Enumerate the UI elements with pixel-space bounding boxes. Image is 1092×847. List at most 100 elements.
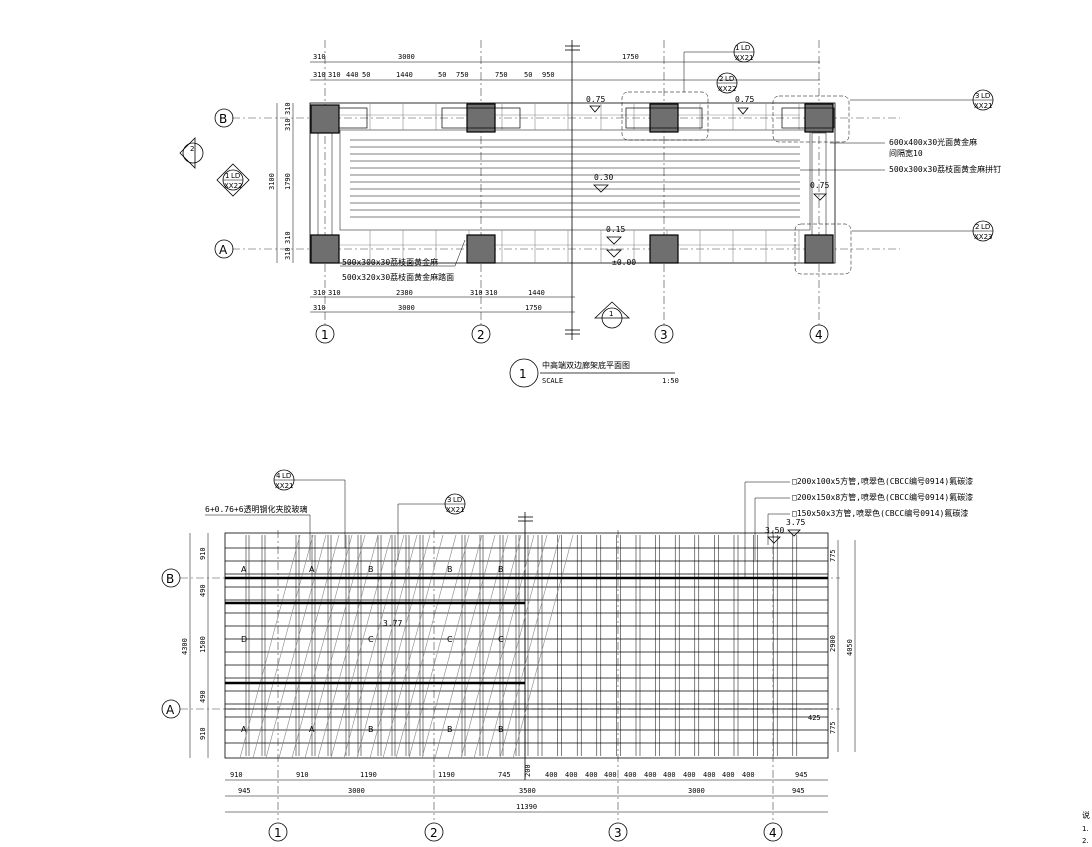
roof-grid-label-1: 1	[274, 826, 282, 840]
top-dim-2-6: 750	[456, 71, 469, 79]
elev-5: 0.75	[810, 181, 829, 190]
bottom-dim-1-0: 310	[313, 289, 326, 297]
grid-label-2: 2	[477, 328, 485, 342]
margin-note-2: 2.	[1082, 837, 1089, 845]
column-A2	[466, 234, 496, 264]
rb-dim2: 3000	[348, 787, 365, 795]
plan-left-dim-4: 310	[284, 247, 292, 260]
roof-right-dim: 2900	[829, 635, 837, 652]
rb-dim: 400	[545, 771, 558, 779]
grid-bubble-3: 3	[654, 324, 674, 344]
callout-ref: LD	[282, 472, 291, 480]
top-dim-2-4: 1440	[396, 71, 413, 79]
elev-1: 0.75	[735, 95, 754, 104]
column-B2	[441, 103, 521, 133]
callout-num: 3	[447, 496, 451, 504]
panel-label: B	[368, 725, 374, 734]
callout-num: 2	[719, 75, 723, 83]
column-B1	[310, 104, 368, 134]
callout-num: 1	[225, 172, 229, 180]
margin-note-0: 说	[1082, 810, 1090, 820]
panel-label: C	[498, 635, 504, 644]
roof-grid-bubble-A: A	[161, 699, 181, 719]
glass-hatch	[330, 534, 392, 759]
roof-grid-label-A: A	[166, 703, 175, 717]
roof-frame	[224, 532, 829, 759]
glass-hatch	[239, 534, 301, 759]
callout-sheet: XX21	[275, 482, 294, 490]
callout-ref: LD	[725, 75, 734, 83]
roof-left-total: 4300	[181, 638, 189, 655]
callout-ref: LD	[453, 496, 462, 504]
column-B4	[772, 95, 850, 143]
callout-ref: LD	[981, 92, 990, 100]
glass-hatch	[408, 534, 470, 759]
rb-dim: 400	[663, 771, 676, 779]
glass-hatch	[278, 534, 340, 759]
plan-title-block: 1 中高端双边廊架底平面图 SCALE 1:50	[509, 358, 679, 388]
panel-label: B	[368, 565, 374, 574]
roof-left-dim: 1500	[199, 636, 207, 653]
rb-dim: 200	[524, 764, 532, 777]
callout-num: 2	[975, 223, 979, 231]
glass-hatch	[291, 534, 353, 759]
side-beam-left	[317, 132, 333, 236]
roof-left-dim: 490	[199, 584, 207, 597]
elevation-marker: 0.75 0.75 0.30 0.15 ±0.00 0.75	[586, 95, 829, 267]
roof-note-3: 6+0.76+6透明钢化夹胶玻璃	[205, 504, 308, 514]
callout-2-ld-xx22: 2 LD XX22	[716, 72, 738, 94]
rb-dim2: 945	[792, 787, 805, 795]
callout-sheet: XX23	[974, 233, 993, 241]
glass-hatch	[252, 534, 314, 759]
roof-grid-bubble-B: B	[161, 568, 181, 588]
paving-joints	[340, 103, 800, 263]
roof-right-dim: 775	[829, 721, 837, 734]
grid-label-B: B	[219, 112, 227, 126]
rb-dim: 1190	[360, 771, 377, 779]
roof-note-1: □200x150x8方管,喷翠色(CBCC编号0914)氟碳漆	[792, 492, 973, 502]
bottom-dim-2-0: 310	[313, 304, 326, 312]
column-B3	[621, 91, 709, 141]
roof-grid-label-4: 4	[769, 826, 777, 840]
margin-note-1: 1.	[1082, 825, 1089, 833]
top-dim-2-0: 310	[313, 71, 326, 79]
plan-note-4: 500x320x30荔枝面黄金麻踏面	[342, 272, 454, 282]
roof-right-dim: 775	[829, 549, 837, 562]
top-dim-2-3: 50	[362, 71, 370, 79]
top-dim-2-7: 750	[495, 71, 508, 79]
platform-outline	[309, 102, 836, 264]
glass-hatch	[512, 534, 574, 759]
roof-grid-label-2: 2	[430, 826, 438, 840]
rb-dim2: 945	[238, 787, 251, 795]
bottom-dim-1-1: 310	[328, 289, 341, 297]
grid-label-1: 1	[321, 328, 329, 342]
top-dim-1-2: 1750	[622, 53, 639, 61]
rb-dim: 400	[722, 771, 735, 779]
callout-3-ld-xx21: 3 LD XX21	[850, 89, 994, 111]
roof-bottom-dims: 910 910 1190 1190 745 200 400 400 400 40…	[230, 764, 808, 811]
plan-left-dim-0: 310	[284, 102, 292, 115]
callout-num: 1	[735, 44, 739, 52]
top-dim-2-5: 50	[438, 71, 446, 79]
grid-bubble-4: 4	[809, 324, 829, 344]
top-dim-2-8: 50	[524, 71, 532, 79]
grid-label-3: 3	[660, 328, 668, 342]
inner-paving-field	[339, 129, 811, 231]
callout-num: 1	[609, 310, 613, 318]
plan-material-notes: 600x400x30光面黄金麻 间隔宽10 500x300x30荔枝面黄金麻拼钉…	[340, 137, 1001, 282]
bottom-dim-1-2: 2380	[396, 289, 413, 297]
callout-num: 4	[276, 472, 281, 480]
plan-left-dim-2: 1790	[284, 173, 292, 190]
rb-dim: 400	[604, 771, 617, 779]
rb-dim: 910	[230, 771, 243, 779]
rb-dim: 400	[585, 771, 598, 779]
glass-hatch	[382, 534, 444, 759]
plan-note-1: 间隔宽10	[889, 148, 923, 158]
callout-ref: LD	[741, 44, 750, 52]
roof-grid-bubble-1: 1	[268, 822, 288, 842]
callout-sheet: XX22	[224, 182, 243, 190]
grid-bubble-B: B	[214, 108, 234, 128]
grid-label-A: A	[219, 243, 228, 257]
top-dim-2-2: 440	[346, 71, 359, 79]
elev-4: ±0.00	[612, 258, 636, 267]
